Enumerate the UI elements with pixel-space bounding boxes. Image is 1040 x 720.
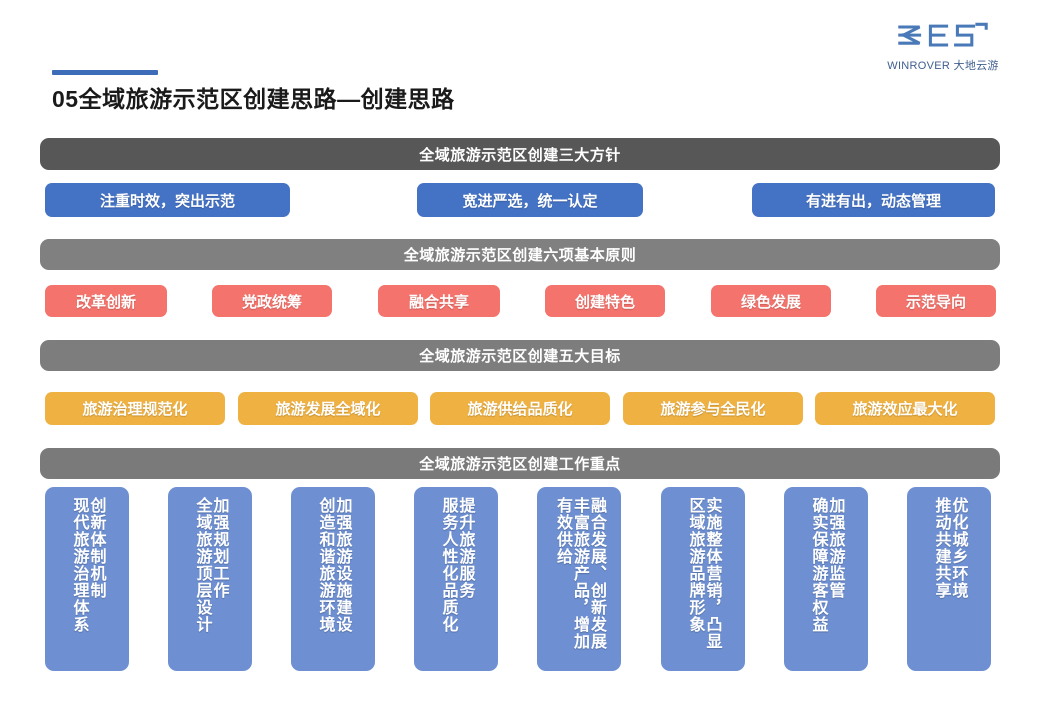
- work-focus-line: 确实保障游客权益: [809, 497, 827, 633]
- work-focus-line: 融合发展、创新发展: [588, 497, 605, 650]
- section-header-principles: 全域旅游示范区创建六项基本原则: [40, 239, 1000, 270]
- work-focus-line: 创造和谐旅游环境: [316, 497, 334, 633]
- principle-pill[interactable]: 创建特色: [545, 285, 665, 317]
- winrover-logo-mark-icon: [898, 22, 988, 47]
- goal-pill[interactable]: 旅游供给品质化: [430, 392, 610, 425]
- principle-pill[interactable]: 融合共享: [378, 285, 500, 317]
- work-focus-line: 加强旅游监管: [826, 497, 844, 599]
- guideline-pill[interactable]: 有进有出，动态管理: [752, 183, 995, 217]
- principle-pill[interactable]: 改革创新: [45, 285, 167, 317]
- work-focus-card-text: 提升旅游服务 服务人性化品质化: [414, 497, 498, 675]
- brand-logo: WINROVER 大地云游: [884, 18, 1002, 73]
- goal-pill[interactable]: 旅游参与全民化: [623, 392, 803, 425]
- work-focus-card[interactable]: 实施整体营销，凸显 区域旅游品牌形象: [661, 487, 745, 671]
- work-focus-line: 提升旅游服务: [456, 497, 474, 599]
- work-focus-card[interactable]: 创新体制机制 现代旅游治理体系: [45, 487, 129, 671]
- guideline-pill[interactable]: 注重时效，突出示范: [45, 183, 290, 217]
- work-focus-line: 加强规划工作: [210, 497, 228, 599]
- page-title: 05全域旅游示范区创建思路—创建思路: [52, 86, 455, 112]
- work-focus-card-text: 加强规划工作 全域旅游顶层设计: [168, 497, 252, 675]
- work-focus-line: 现代旅游治理体系: [70, 497, 88, 633]
- principle-pill[interactable]: 绿色发展: [711, 285, 831, 317]
- work-focus-card-text: 创新体制机制 现代旅游治理体系: [45, 497, 129, 675]
- guideline-pill[interactable]: 宽进严选，统一认定: [417, 183, 643, 217]
- principle-pill[interactable]: 示范导向: [876, 285, 996, 317]
- section-header-work-focus: 全域旅游示范区创建工作重点: [40, 448, 1000, 479]
- section-header-goals: 全域旅游示范区创建五大目标: [40, 340, 1000, 371]
- work-focus-line: 有效供给: [554, 497, 571, 565]
- work-focus-card-text: 实施整体营销，凸显 区域旅游品牌形象: [661, 497, 745, 675]
- work-focus-card-text: 融合发展、创新发展 丰富旅游产品，增加 有效供给: [537, 497, 621, 675]
- work-focus-line: 实施整体营销，凸显: [703, 497, 721, 650]
- work-focus-card[interactable]: 提升旅游服务 服务人性化品质化: [414, 487, 498, 671]
- work-focus-line: 推动共建共享: [932, 497, 950, 599]
- goal-pill[interactable]: 旅游效应最大化: [815, 392, 995, 425]
- section-header-guidelines: 全域旅游示范区创建三大方针: [40, 138, 1000, 170]
- principle-pill[interactable]: 党政统筹: [212, 285, 332, 317]
- work-focus-card[interactable]: 加强旅游监管 确实保障游客权益: [784, 487, 868, 671]
- work-focus-line: 加强旅游设施建设: [333, 497, 351, 633]
- work-focus-card-text: 优化城乡环境 推动共建共享: [907, 497, 991, 675]
- goal-pill[interactable]: 旅游发展全域化: [238, 392, 418, 425]
- work-focus-card-text: 加强旅游设施建设 创造和谐旅游环境: [291, 497, 375, 675]
- work-focus-card-text: 加强旅游监管 确实保障游客权益: [784, 497, 868, 675]
- work-focus-card[interactable]: 加强规划工作 全域旅游顶层设计: [168, 487, 252, 671]
- goal-pill[interactable]: 旅游治理规范化: [45, 392, 225, 425]
- work-focus-line: 全域旅游顶层设计: [193, 497, 211, 633]
- work-focus-line: 优化城乡环境: [949, 497, 967, 599]
- work-focus-card[interactable]: 加强旅游设施建设 创造和谐旅游环境: [291, 487, 375, 671]
- brand-logo-text: WINROVER 大地云游: [887, 60, 999, 72]
- work-focus-line: 创新体制机制: [87, 497, 105, 599]
- work-focus-card[interactable]: 融合发展、创新发展 丰富旅游产品，增加 有效供给: [537, 487, 621, 671]
- work-focus-card[interactable]: 优化城乡环境 推动共建共享: [907, 487, 991, 671]
- work-focus-line: 区域旅游品牌形象: [686, 497, 704, 633]
- work-focus-line: 服务人性化品质化: [439, 497, 457, 633]
- work-focus-line: 丰富旅游产品，增加: [571, 497, 588, 650]
- title-accent-rule: [52, 70, 158, 75]
